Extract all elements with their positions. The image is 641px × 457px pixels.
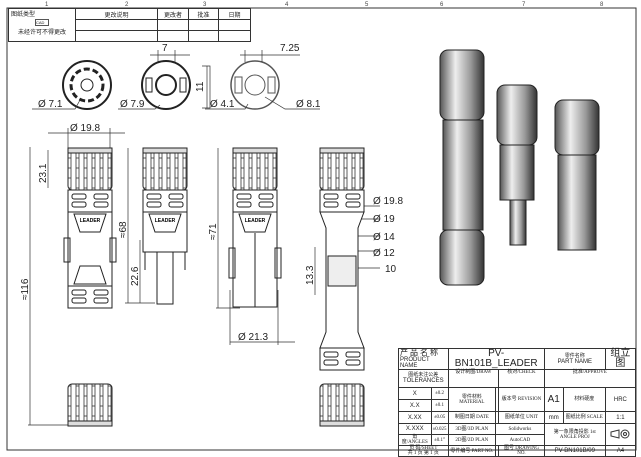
dim-label: Ø 19.8 <box>373 196 403 207</box>
header-approval: 批准 <box>188 8 219 20</box>
product-name-en: PRODUCT NAME <box>400 357 430 369</box>
dim-label: 13.3 <box>305 265 316 285</box>
drawing-type-label: 图纸类型 <box>11 12 36 18</box>
software-3d: Solidworks <box>495 423 545 435</box>
scale-value: 1:1 <box>604 411 637 424</box>
isometric-view-female <box>554 99 600 251</box>
drawing-no-label: 图号 DRAWING NO. <box>498 445 545 457</box>
ruler-label: 6 <box>440 2 444 8</box>
tolerance-value: ±0.2 <box>430 387 449 400</box>
tolerance-key: X.XX <box>398 411 432 424</box>
first-angle-projection-icon <box>604 423 637 446</box>
dim-label: 11 <box>195 81 206 92</box>
no-change-notice: 未经许可不得更改 <box>17 30 66 36</box>
header-date: 日期 <box>218 8 251 20</box>
end-view-3 <box>230 60 280 110</box>
dim-label: Ø 7.9 <box>120 99 145 110</box>
sheet-value: 共 1 页 第 1 页 <box>407 451 439 456</box>
dim-label: 10 <box>385 264 397 275</box>
scale-label: 图纸比例 SCALE <box>562 411 606 424</box>
dim-label: Ø 14 <box>373 232 395 243</box>
dimension-lines <box>28 50 380 426</box>
ruler: 1 2 3 4 5 6 7 8 <box>45 2 604 8</box>
dim-label: Ø 19 <box>373 214 395 225</box>
isometric-view-male <box>496 84 538 246</box>
section-view <box>319 147 365 427</box>
projection-label: 第一象限角投影 1st ANGLE PROJ <box>543 423 606 446</box>
drawing-no: PV-BN101B/09 <box>543 445 606 457</box>
dim-label: 7.25 <box>280 43 300 54</box>
hardness-value: HRC <box>604 387 637 412</box>
ruler-label: 7 <box>522 2 526 8</box>
unit-value: mm <box>543 411 564 424</box>
ruler-label: 3 <box>203 2 207 8</box>
dim-label: 22.6 <box>130 266 141 286</box>
revision-value: A1 <box>543 387 564 412</box>
unit-label: 图纸单位 UNIT <box>498 411 545 424</box>
frame-border <box>6 7 637 451</box>
tolerance-value: ±0.1° <box>430 434 449 446</box>
tolerance-value: ±0.05 <box>430 411 449 424</box>
tolerance-value: ±0.025 <box>430 423 449 435</box>
part-no-label: 零件编号 PART NO. <box>447 445 497 457</box>
revision-label: 版本号 REVISION <box>498 387 545 412</box>
tolerance-key: X.X <box>398 399 432 412</box>
ruler-label: 4 <box>285 2 289 8</box>
product-name: PV-BN101B_LEADER <box>447 348 545 370</box>
ruler-label: 5 <box>365 2 369 8</box>
dim-label: 23.1 <box>38 163 49 183</box>
side-view-female-part: LEADER <box>228 147 282 308</box>
plan-2d-label: 2D图/2D PLAN <box>447 434 497 446</box>
material-label: 零件材料 MATERIAL <box>447 387 497 412</box>
tolerance-value: ±0.1 <box>430 399 449 412</box>
approve-label: 批准/APPROVE <box>543 369 637 388</box>
side-view-full-assembly: LEADER <box>63 147 117 427</box>
ruler-label: 2 <box>125 2 129 8</box>
dim-label: ≈68 <box>118 221 129 238</box>
dim-label: Ø 8.1 <box>296 99 321 110</box>
hardness-label: 材料硬度 <box>562 387 606 412</box>
dim-label: Ø 19.8 <box>70 123 100 134</box>
ruler-label: 8 <box>600 2 604 8</box>
tolerance-en: TOLERANCES <box>403 378 444 384</box>
header-changed-by: 更改者 <box>157 8 189 20</box>
dim-label: Ø 4.1 <box>210 99 235 110</box>
side-view-male-part: LEADER <box>142 147 188 305</box>
date-label: 制图日期 DATE <box>447 411 497 424</box>
dim-label: Ø 21.3 <box>238 332 268 343</box>
ruler-label: 1 <box>45 2 49 8</box>
tolerance-key: X.XXX <box>398 423 432 435</box>
part-name: 组立图 <box>604 348 637 370</box>
part-name-cn: 零件名称 <box>564 353 585 359</box>
cad-icon: CAD <box>35 19 49 26</box>
sheet-label: 页 码/SHEET <box>409 446 438 451</box>
tolerance-key: X <box>398 387 432 400</box>
header-change-description: 更改说明 <box>75 8 158 20</box>
paper-size: A4 <box>604 445 637 457</box>
tolerance-cn: 图纸未注公差 <box>408 373 439 378</box>
draw-label: 设计制图/DRAW <box>447 369 500 388</box>
product-name-cn: 产 品 名 称 <box>400 348 438 357</box>
dim-label: Ø 7.1 <box>38 99 63 110</box>
logo-text: LEADER <box>245 218 266 224</box>
dim-label: ≈116 <box>20 278 31 300</box>
plan-3d-label: 3D图/3D PLAN <box>447 423 497 435</box>
logo-text: LEADER <box>155 218 176 224</box>
logo-text: LEADER <box>80 218 101 224</box>
isometric-view-assembly <box>439 49 485 286</box>
revision-table: 图纸类型 CAD 未经许可不得更改 更改说明 更改者 批准 日期 <box>8 8 251 42</box>
end-view-1 <box>62 60 112 110</box>
dim-label: 7 <box>162 43 168 54</box>
part-name-en: PART NAME <box>557 358 592 365</box>
dimension-labels: Ø 7.1 Ø 7.9 7 11 Ø 4.1 7.25 Ø 8.1 Ø 19.8… <box>20 43 403 343</box>
software-2d: AutoCAD <box>495 434 545 446</box>
dim-label: Ø 12 <box>373 248 395 259</box>
check-label: 核对/CHECK <box>498 369 545 388</box>
tolerance-key: 角度/ANGLES <box>398 434 432 446</box>
dim-label: ≈71 <box>208 223 219 240</box>
end-view-2 <box>141 60 191 110</box>
